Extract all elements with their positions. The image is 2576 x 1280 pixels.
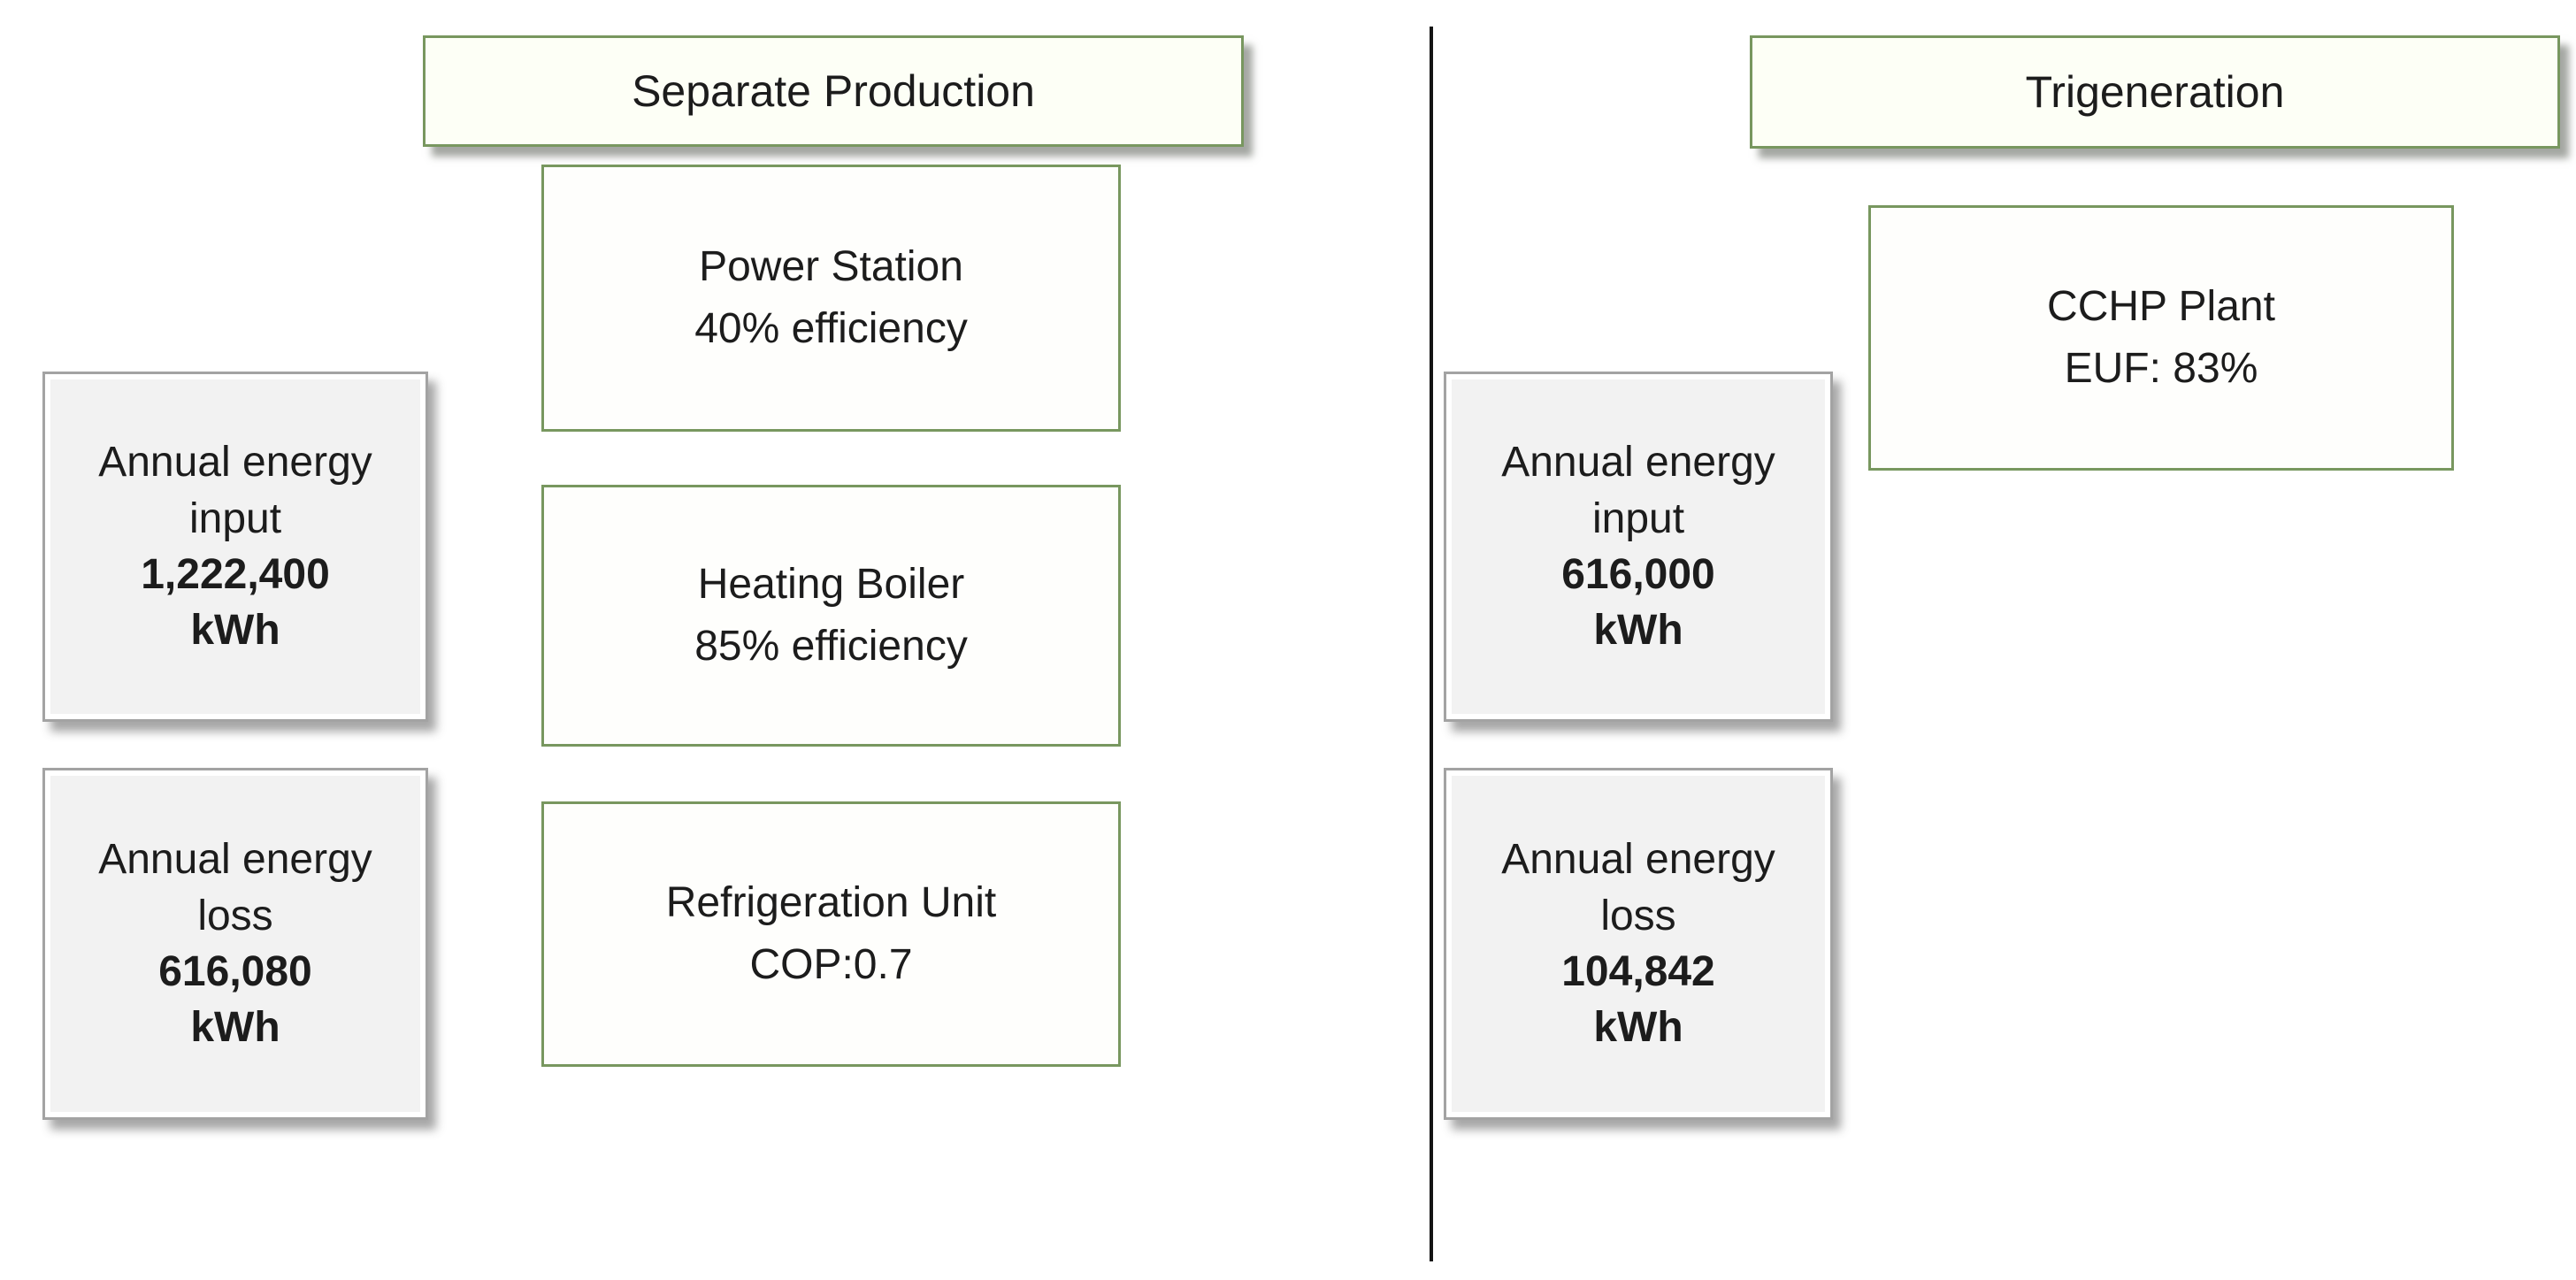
- energy-input-value: 1,222,400: [141, 551, 330, 598]
- energy-loss-value: 616,080: [158, 948, 312, 995]
- refrigeration-unit-box: Refrigeration Unit COP:0.7: [541, 801, 1121, 1067]
- separate-production-title: Separate Production: [632, 66, 1035, 116]
- annual-energy-loss-box-trigeneration: Annual energy loss 104,842 kWh: [1444, 768, 1833, 1120]
- power-station-box: Power Station 40% efficiency: [541, 165, 1121, 432]
- energy-input-label-line2: input: [1591, 494, 1685, 542]
- energy-input-label-line2: input: [188, 494, 282, 542]
- energy-loss-unit: kWh: [190, 1004, 280, 1052]
- energy-loss-label-line2: loss: [1600, 892, 1676, 939]
- trigeneration-header: Trigeneration: [1750, 35, 2560, 149]
- energy-loss-unit: kWh: [1593, 1004, 1683, 1052]
- energy-loss-label-line2: loss: [197, 892, 273, 939]
- energy-loss-label-line1: Annual energy: [98, 836, 372, 884]
- annual-energy-input-box-separate: Annual energy input 1,222,400 kWh: [42, 372, 428, 722]
- cchp-plant-box: CCHP Plant EUF: 83%: [1868, 205, 2454, 471]
- trigeneration-title: Trigeneration: [2025, 67, 2285, 117]
- energy-input-label-line1: Annual energy: [98, 439, 372, 487]
- energy-loss-label-line1: Annual energy: [1501, 836, 1775, 884]
- power-station-name: Power Station: [699, 243, 963, 291]
- separate-production-header: Separate Production: [423, 35, 1244, 147]
- heating-boiler-name: Heating Boiler: [697, 561, 965, 609]
- energy-input-unit: kWh: [1593, 607, 1683, 655]
- annual-energy-input-box-trigeneration: Annual energy input 616,000 kWh: [1444, 372, 1833, 722]
- energy-input-value: 616,000: [1561, 551, 1715, 598]
- energy-input-unit: kWh: [190, 607, 280, 655]
- energy-loss-value: 104,842: [1561, 948, 1715, 995]
- annual-energy-loss-box-separate: Annual energy loss 616,080 kWh: [42, 768, 428, 1120]
- cchp-plant-name: CCHP Plant: [2047, 283, 2275, 331]
- heating-boiler-box: Heating Boiler 85% efficiency: [541, 485, 1121, 747]
- column-divider-line: [1430, 27, 1433, 1261]
- cchp-plant-detail: EUF: 83%: [2064, 345, 2258, 392]
- refrigeration-unit-detail: COP:0.7: [749, 941, 913, 988]
- heating-boiler-detail: 85% efficiency: [694, 623, 968, 670]
- refrigeration-unit-name: Refrigeration Unit: [665, 879, 997, 927]
- power-station-detail: 40% efficiency: [694, 305, 968, 352]
- energy-input-label-line1: Annual energy: [1501, 439, 1775, 487]
